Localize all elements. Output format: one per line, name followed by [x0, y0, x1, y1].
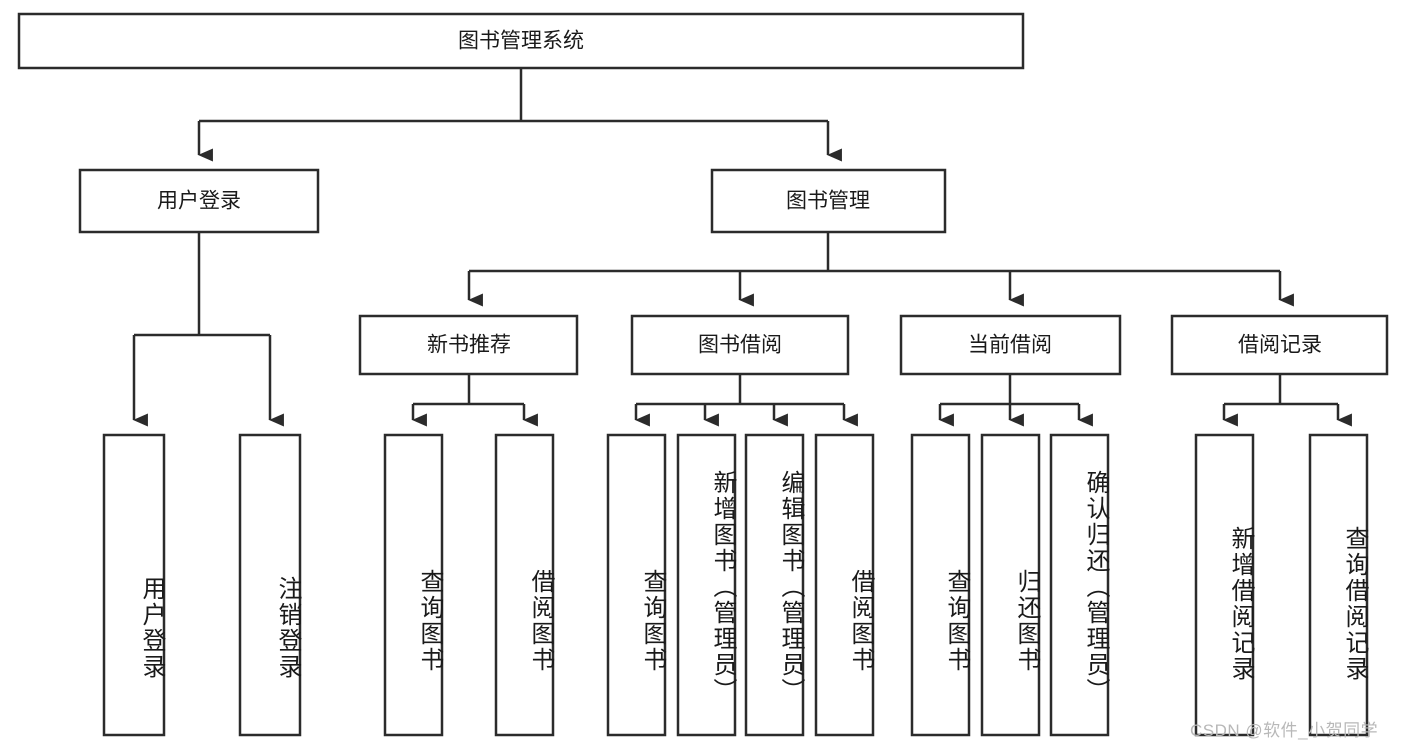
connector-borrowrecord-to-leaves [1222, 374, 1352, 427]
node-user-login[interactable]: 用户登录 [78, 168, 320, 234]
node-leaf-query-book-3[interactable] [910, 433, 971, 737]
connector-newbook-to-leaves [411, 374, 538, 427]
node-book-management-system[interactable]: 图书管理系统 [17, 12, 1025, 70]
node-leaf-add-book[interactable] [676, 433, 737, 737]
csdn-watermark: CSDN @软件_小贺同学 [1190, 721, 1379, 740]
connector-bookborrow-to-leaves [634, 374, 858, 427]
node-leaf-borrow-book-1[interactable] [494, 433, 555, 737]
node-current-borrow[interactable]: 当前借阅 [899, 314, 1122, 376]
node-leaf-confirm-return[interactable] [1049, 433, 1110, 737]
connector-root-to-level2 [197, 68, 842, 162]
node-leaf-query-book-1[interactable] [383, 433, 444, 737]
connector-bookmanage-to-level3 [467, 232, 1294, 307]
node-label: 图书管理系统 [458, 30, 584, 53]
node-label: 当前借阅 [968, 334, 1052, 357]
node-book-borrow[interactable]: 图书借阅 [630, 314, 850, 376]
node-new-book-recommend[interactable]: 新书推荐 [358, 314, 579, 376]
node-leaf-logout-login[interactable] [238, 433, 302, 737]
node-leaf-return-book[interactable] [980, 433, 1041, 737]
node-label: 图书借阅 [698, 334, 782, 357]
node-book-manage[interactable]: 图书管理 [710, 168, 947, 234]
node-leaf-query-record[interactable] [1308, 433, 1369, 737]
connector-userlogin-to-leaves [132, 232, 284, 427]
node-borrow-record[interactable]: 借阅记录 [1170, 314, 1389, 376]
node-leaf-edit-book[interactable] [744, 433, 805, 737]
node-leaf-user-login[interactable] [102, 433, 166, 737]
node-label: 图书管理 [786, 190, 870, 213]
node-label: 新书推荐 [427, 334, 511, 357]
node-leaf-add-record[interactable] [1194, 433, 1255, 737]
node-leaf-query-book-2[interactable] [606, 433, 667, 737]
node-leaf-borrow-book-2[interactable] [814, 433, 875, 737]
node-label: 用户登录 [157, 190, 241, 213]
node-label: 借阅记录 [1238, 334, 1322, 357]
connector-currentborrow-to-leaves [938, 374, 1093, 427]
